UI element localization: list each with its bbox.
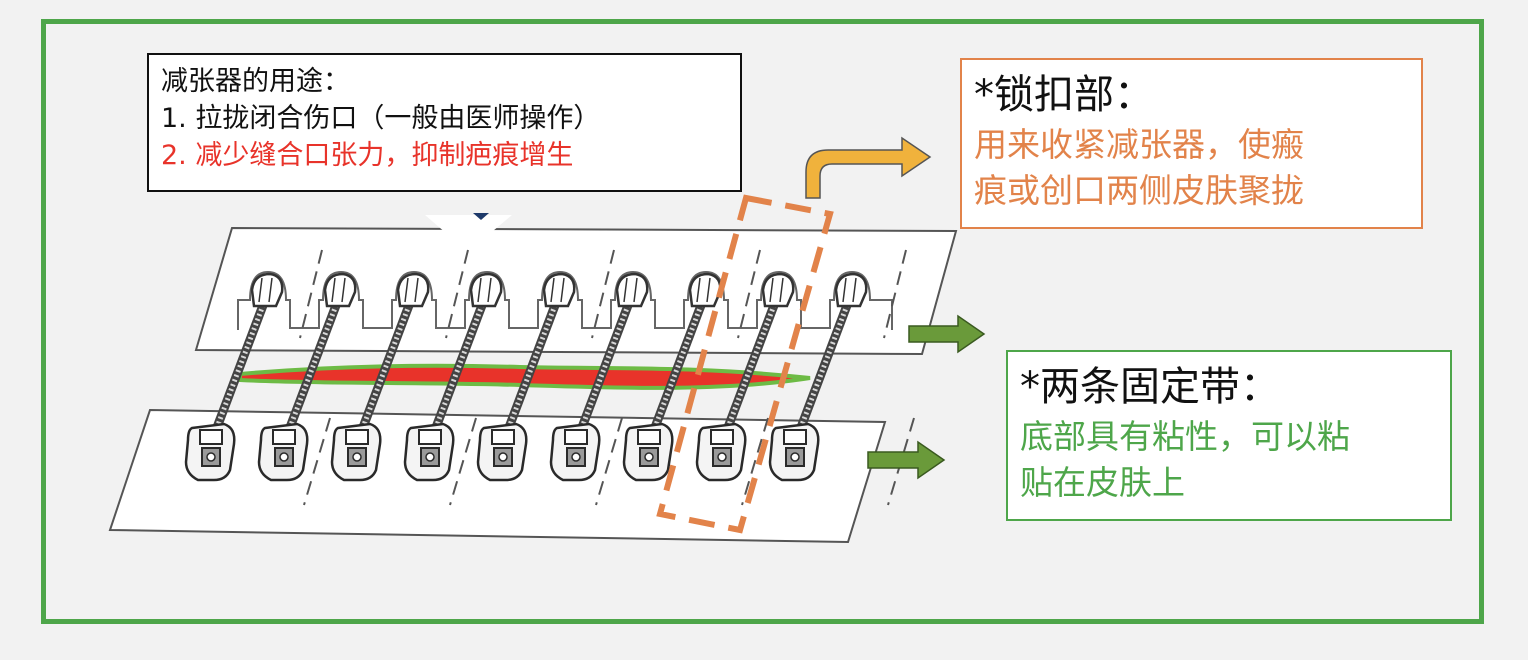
bent-arrow-right-icon [805, 136, 932, 199]
lock-unit [622, 272, 722, 482]
spring-coil [432, 299, 487, 431]
strap-head [323, 272, 357, 308]
strap-head-rib [268, 277, 273, 303]
buckle-slot [199, 429, 223, 445]
lock-unit [403, 272, 503, 482]
buckle-slot [564, 429, 588, 445]
strap-head-rib [341, 277, 346, 303]
strap-head [688, 272, 722, 308]
lock-box: *锁扣部： 用来收紧减张器，使瘢 痕或创口两侧皮肤聚拢 [960, 58, 1423, 229]
buckle-slot [345, 429, 369, 445]
strap-head-rib [258, 277, 263, 303]
lock-unit [476, 272, 576, 482]
usage-item-1: 1. 拉拢闭合伤口（一般由医师操作） [161, 103, 601, 134]
buckle-pin [352, 452, 362, 462]
usage-box: 减张器的用途： 1. 拉拢闭合伤口（一般由医师操作） 2. 减少缝合口张力，抑制… [147, 53, 742, 192]
strap-head [396, 272, 430, 308]
spring-coil [651, 299, 706, 431]
lock-unit [768, 272, 868, 482]
lock-highlight-box [656, 194, 834, 534]
lock-unit [184, 272, 284, 482]
lower-dashed-separator [741, 417, 769, 506]
strap-head [250, 272, 284, 308]
strap-box: *两条固定带： 底部具有粘性，可以粘 贴在皮肤上 [1006, 350, 1452, 521]
lock-title: *锁扣部： [974, 72, 1154, 118]
strap-desc-line-1: 底部具有粘性，可以粘 [1020, 417, 1350, 456]
strap-head-rib [560, 277, 565, 303]
upper-dashed-separator [445, 249, 469, 339]
buckle-slot [637, 429, 661, 445]
lock-desc-line-2: 痕或创口两侧皮肤聚拢 [974, 171, 1304, 210]
strap-head-rib [852, 277, 857, 303]
strap-head-rib [414, 277, 419, 303]
lock-unit [695, 272, 795, 482]
strap-title: *两条固定带： [1020, 364, 1280, 410]
lock-unit [549, 272, 649, 482]
spring-coil [797, 299, 852, 431]
strap-head-rib [404, 277, 409, 303]
lock-unit [330, 272, 430, 482]
strap-head-rib [487, 277, 492, 303]
usage-item-2: 2. 减少缝合口张力，抑制疤痕增生 [161, 140, 574, 171]
strap-head-rib [633, 277, 638, 303]
arrow-right-icon [867, 440, 946, 480]
strap-head [542, 272, 576, 308]
buckle-pin [206, 452, 216, 462]
spring-coil [724, 299, 779, 431]
lock-units [184, 272, 868, 482]
upper-dashed-separator [883, 249, 907, 339]
upper-strap-details [237, 249, 907, 339]
spring-coil [578, 299, 633, 431]
upper-strap-notch-icon [473, 213, 489, 220]
usage-title: 减张器的用途： [161, 66, 350, 97]
strap-desc-line-2: 贴在皮肤上 [1020, 463, 1185, 502]
strap-head-rib [842, 277, 847, 303]
strap-head [615, 272, 649, 308]
strap-head-rib [331, 277, 336, 303]
spring-coil [505, 299, 560, 431]
strap-head-rib [623, 277, 628, 303]
strap-head-rib [477, 277, 482, 303]
upper-strap-highlight [425, 215, 512, 252]
spring-coil [213, 299, 268, 431]
buckle-pin [498, 452, 508, 462]
lower-dashed-separator [449, 417, 477, 506]
buckle-pin [790, 452, 800, 462]
lower-dashed-separator [303, 417, 331, 506]
buckle-pin [644, 452, 654, 462]
buckle-slot [491, 429, 515, 445]
buckle-slot [418, 429, 442, 445]
strap-head [469, 272, 503, 308]
buckle-slot [710, 429, 734, 445]
buckle-pin [571, 452, 581, 462]
buckle-slot [272, 429, 296, 445]
strap-head-rib [769, 277, 774, 303]
strap-head [834, 272, 868, 308]
buckle-pin [279, 452, 289, 462]
lower-dashed-separator [595, 417, 623, 506]
buckle-slot [783, 429, 807, 445]
buckle-pin [717, 452, 727, 462]
upper-dashed-separator [299, 249, 323, 339]
strap-head-rib [706, 277, 711, 303]
lock-unit [257, 272, 357, 482]
spring-coil [286, 299, 341, 431]
strap-head [761, 272, 795, 308]
strap-head-rib [696, 277, 701, 303]
upper-strap-frame [237, 270, 893, 330]
strap-head-rib [779, 277, 784, 303]
strap-head-rib [550, 277, 555, 303]
upper-dashed-separator [591, 249, 615, 339]
lock-desc-line-1: 用来收紧减张器，使瘢 [974, 125, 1304, 164]
upper-dashed-separator [737, 249, 761, 339]
arrow-right-icon [908, 314, 986, 354]
spring-coil [359, 299, 414, 431]
buckle-pin [425, 452, 435, 462]
